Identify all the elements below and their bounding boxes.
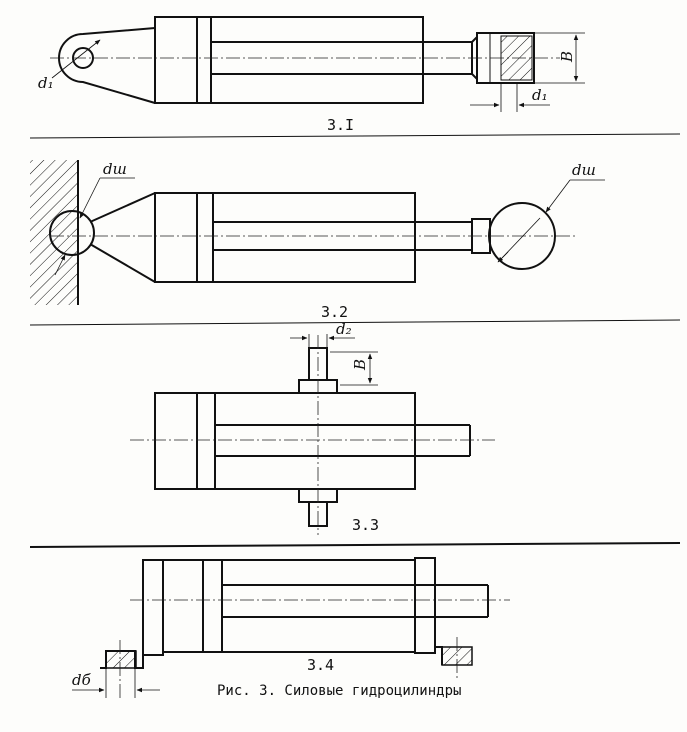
ball-head-right [488, 202, 556, 270]
figure-label-3-4: 3.4 [307, 656, 334, 674]
wall-hatch [30, 160, 78, 305]
figure-label-3-1: 3.I [327, 116, 354, 134]
symbol-dsh-right: dш [572, 161, 596, 179]
cylinder-body [162, 559, 416, 653]
cylinder-body [154, 192, 416, 283]
symbol-d1-thread: d₁ [532, 86, 548, 104]
figure-label-3-3: 3.3 [352, 516, 379, 534]
cylinder-body [154, 16, 424, 104]
figure-3-2: dш dш 3.2 [30, 160, 605, 321]
figure-caption: Рис. 3. Силовые гидроцилиндры [217, 683, 461, 699]
separator-line [29, 133, 681, 139]
bracket-left [142, 559, 164, 656]
symbol-d2: d₂ [336, 320, 352, 338]
cylinder-body [154, 392, 416, 490]
figure-3-4: dб 3.4 [72, 557, 510, 700]
symbol-d1-eye: d₁ [38, 74, 54, 92]
symbol-B-fig1: B [558, 51, 576, 63]
symbol-B-fig3: B [351, 359, 369, 371]
bracket-right [414, 557, 436, 654]
figure-3-3: d₂ B 3.3 [130, 320, 495, 535]
eye-end-body [58, 27, 156, 104]
separator-line [29, 542, 681, 548]
ball-head-left [49, 210, 95, 256]
symbol-dsh-left: dш [103, 160, 127, 178]
separator-line [29, 319, 681, 326]
figure-label-3-2: 3.2 [321, 303, 348, 321]
symbol-db: dб [72, 671, 92, 689]
figure-3-1: d₁ B d₁ 3.I [38, 16, 585, 134]
